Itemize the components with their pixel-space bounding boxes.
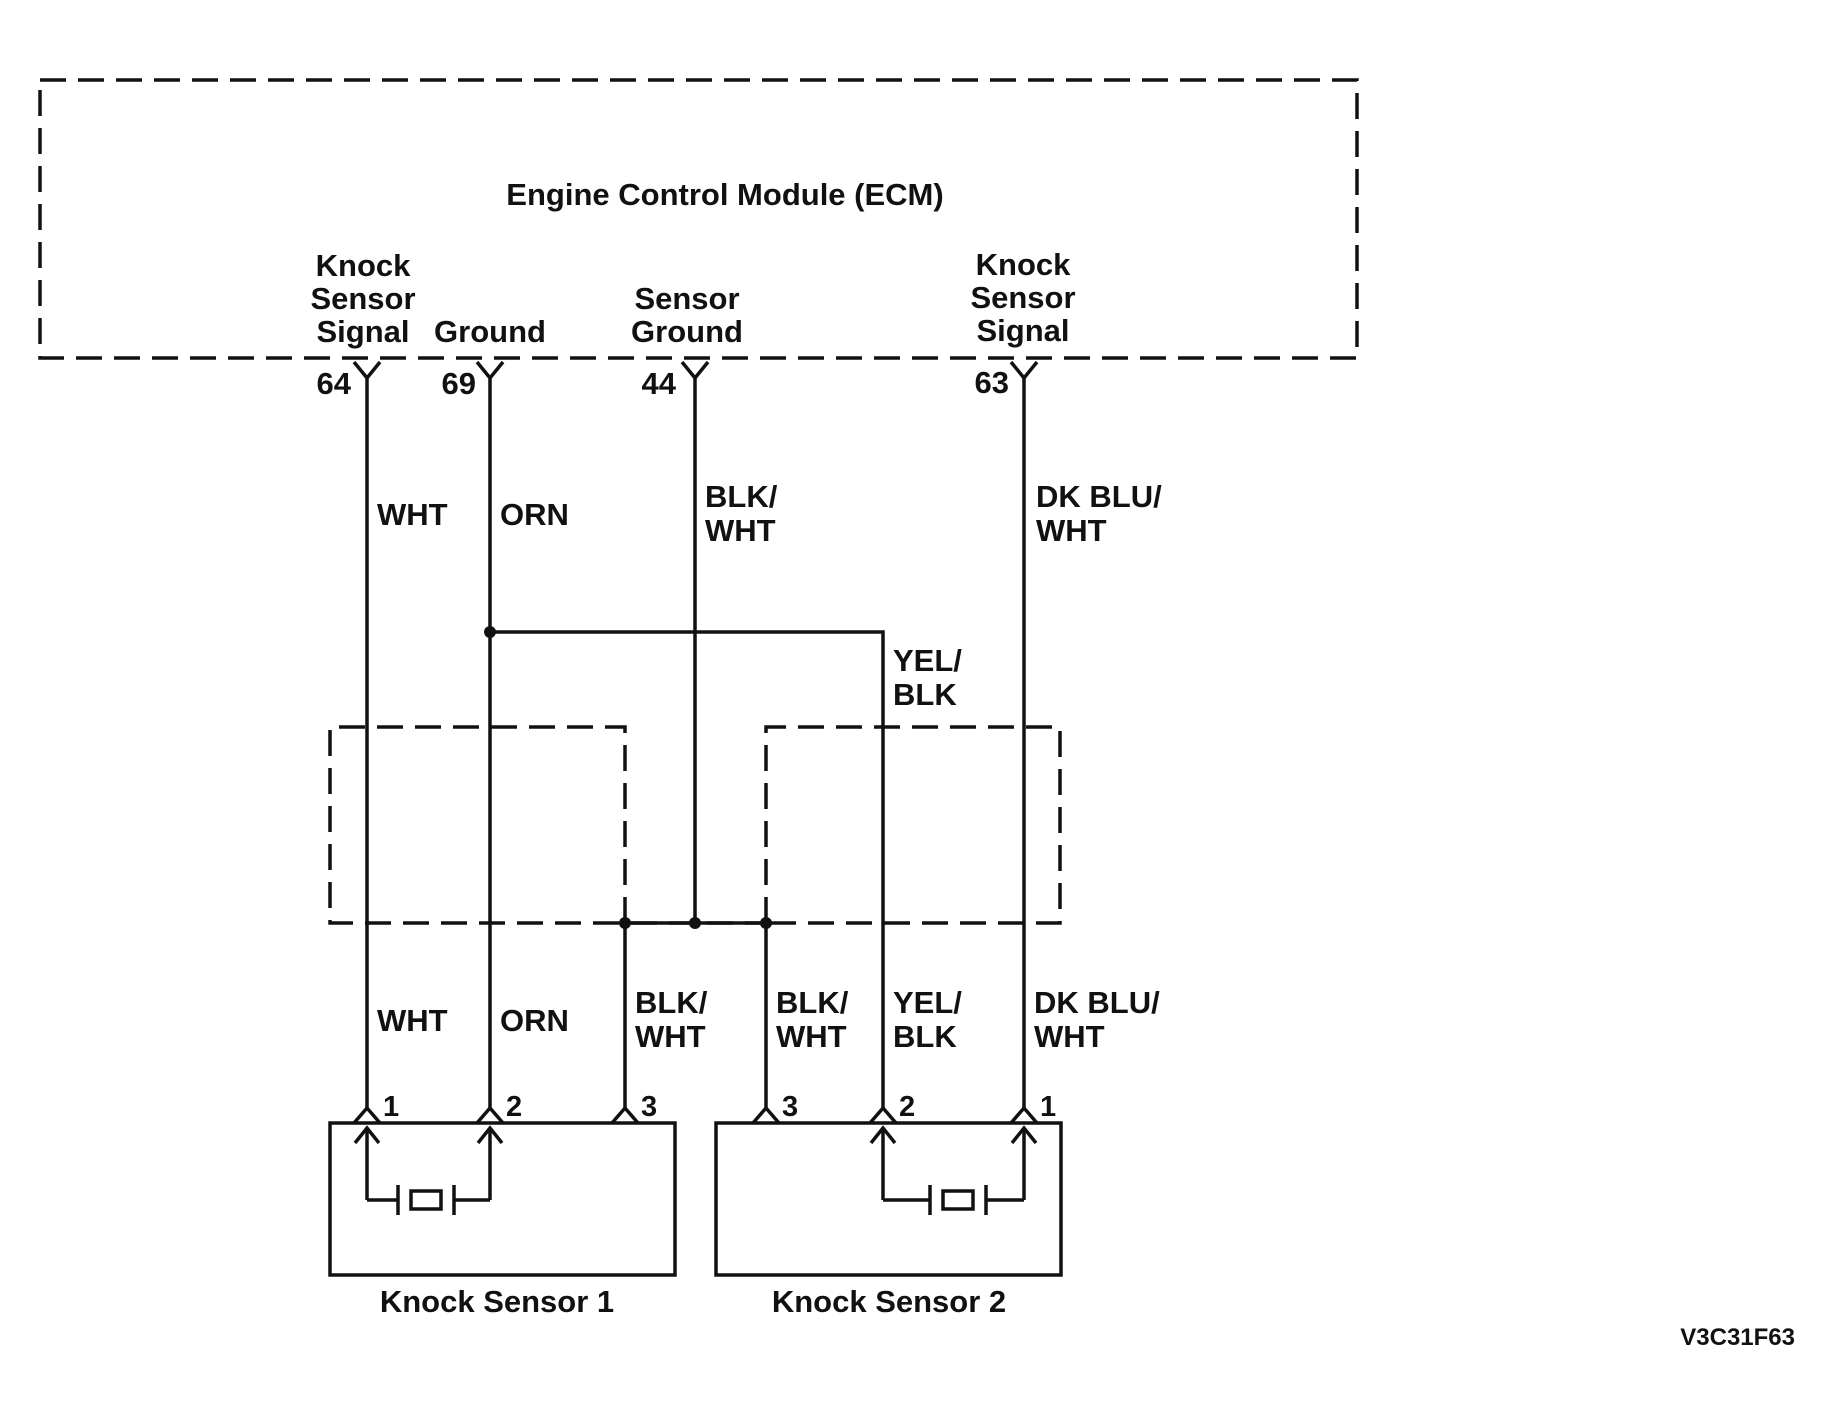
terminal-number: 3	[641, 1091, 657, 1123]
svg-text:Sensor: Sensor	[310, 281, 415, 316]
ecm-box	[38, 78, 1359, 360]
terminal-number: 2	[899, 1091, 915, 1123]
terminal-number: 1	[383, 1091, 399, 1123]
terminal-number: 1	[1040, 1091, 1056, 1123]
pin-63-label: Knock Sensor Signal	[970, 247, 1075, 348]
wire-label: WHT	[635, 1019, 706, 1054]
wire-yel-blk	[490, 630, 885, 1108]
terminal-ks2-3-icon	[751, 1105, 781, 1125]
wire-label: BLK	[893, 1019, 957, 1054]
wire-label: WHT	[377, 1003, 448, 1038]
wire-label: WHT	[377, 497, 448, 532]
pin-number-44: 44	[642, 366, 677, 401]
pin-number-64: 64	[317, 366, 352, 401]
wire-label: ORN	[500, 497, 569, 532]
svg-text:Sensor: Sensor	[970, 280, 1075, 315]
svg-text:Knock: Knock	[976, 247, 1072, 282]
wire-label: BLK	[893, 677, 957, 712]
pin-number-69: 69	[442, 366, 476, 401]
wire-label: BLK/	[635, 985, 708, 1020]
wire-label: BLK/	[776, 985, 849, 1020]
terminal-number: 2	[506, 1091, 522, 1123]
pin-44-label: Sensor Ground	[631, 281, 743, 349]
terminal-64-icon	[352, 360, 382, 381]
terminal-ks1-2-icon	[475, 1105, 505, 1125]
terminal-ks1-1-icon	[352, 1105, 382, 1125]
svg-text:Sensor: Sensor	[634, 281, 739, 316]
wire-label: BLK/	[705, 479, 778, 514]
wire-label: DK BLU/	[1034, 985, 1160, 1020]
wire-label: YEL/	[893, 985, 962, 1020]
upper-wire-labels: WHT ORN BLK/ WHT DK BLU/ WHT YEL/ BLK	[377, 479, 1162, 712]
svg-text:Ground: Ground	[631, 314, 743, 349]
knock-sensor-1-label: Knock Sensor 1	[380, 1284, 614, 1319]
shield-1	[328, 725, 766, 925]
wire-label: WHT	[1036, 513, 1107, 548]
wire-label: WHT	[776, 1019, 847, 1054]
shield-2	[764, 725, 1062, 925]
wire-label: WHT	[1034, 1019, 1105, 1054]
svg-text:Knock: Knock	[316, 248, 412, 283]
figure-code: V3C31F63	[1680, 1324, 1795, 1351]
knock-sensor-1-box	[328, 1121, 677, 1277]
terminal-63-icon	[1009, 360, 1039, 381]
terminal-ks2-2-icon	[868, 1105, 898, 1125]
pin-number-63: 63	[975, 365, 1009, 400]
ecm-title: Engine Control Module (ECM)	[506, 177, 943, 212]
wire-label: DK BLU/	[1036, 479, 1162, 514]
terminal-44-icon	[680, 360, 710, 381]
piezo-element-icon	[353, 1125, 504, 1215]
svg-text:Ground: Ground	[434, 314, 546, 349]
pin-64-label: Knock Sensor Signal	[310, 248, 415, 349]
lower-wire-labels: WHT ORN BLK/ WHT BLK/ WHT YEL/ BLK DK BL…	[377, 985, 1160, 1054]
svg-text:Signal: Signal	[976, 313, 1069, 348]
knock-sensor-2-box	[714, 1121, 1063, 1277]
svg-text:Signal: Signal	[316, 314, 409, 349]
pin-69-label: Ground	[434, 314, 546, 349]
piezo-element-icon	[869, 1125, 1038, 1215]
wires	[365, 378, 1026, 1108]
terminal-ks2-1-icon	[1009, 1105, 1039, 1125]
sensor-terminal-symbols	[352, 1105, 1039, 1125]
wire-label: WHT	[705, 513, 776, 548]
terminal-number: 3	[782, 1091, 798, 1123]
wire-label: YEL/	[893, 643, 962, 678]
terminal-69-icon	[475, 360, 505, 381]
junction-dot	[484, 626, 496, 638]
wire-label: ORN	[500, 1003, 569, 1038]
knock-sensor-2-label: Knock Sensor 2	[772, 1284, 1006, 1319]
terminal-ks1-3-icon	[610, 1105, 640, 1125]
